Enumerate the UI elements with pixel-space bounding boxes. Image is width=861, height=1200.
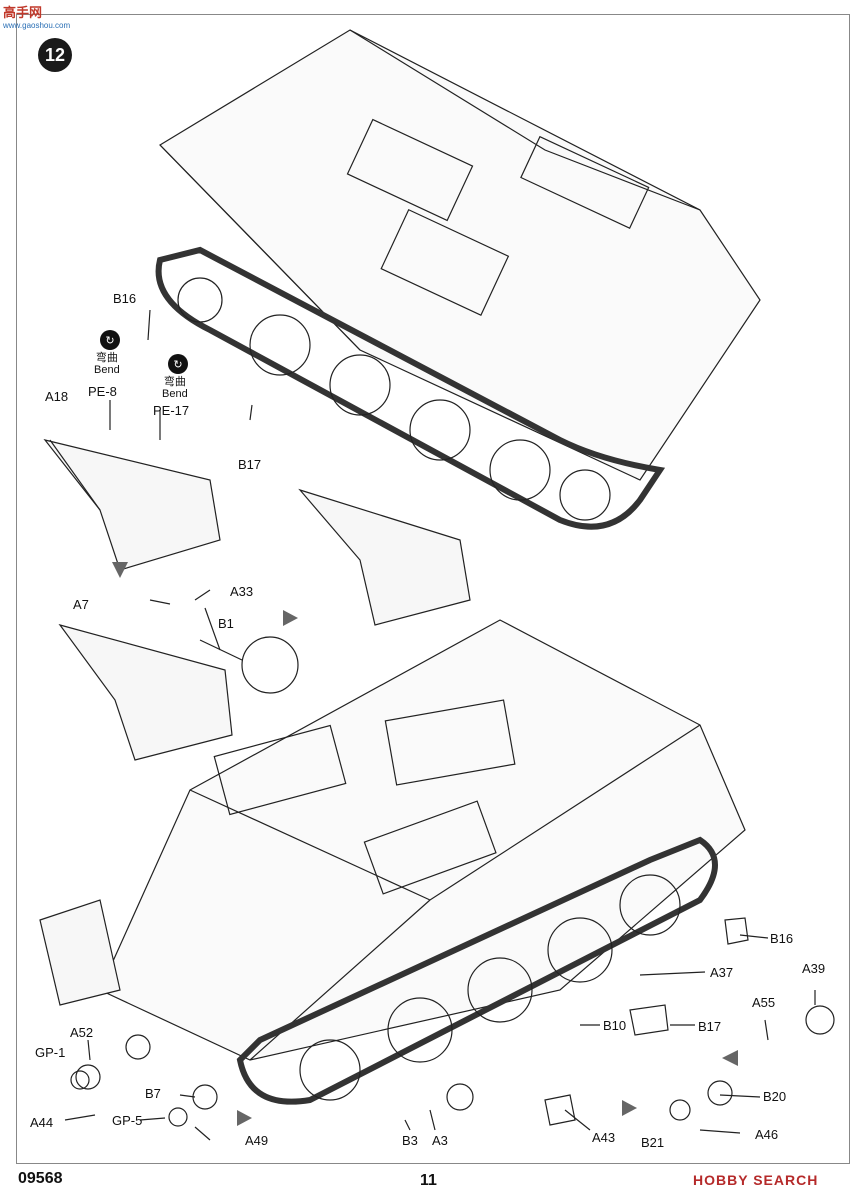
label-a55: A55 <box>752 995 776 1010</box>
bottom-track <box>236 836 718 1105</box>
bend-text-2: 弯曲 Bend <box>162 376 188 400</box>
top-track <box>155 246 666 530</box>
label-a43: A43 <box>592 1130 616 1145</box>
label-b10: B10 <box>603 1018 627 1033</box>
flow-arrow-down <box>112 562 128 578</box>
label-a3: A3 <box>432 1133 448 1148</box>
label-a7: A7 <box>73 597 89 612</box>
part-a48 <box>125 1034 151 1060</box>
bend-en-1: Bend <box>94 364 120 376</box>
part-b21 <box>669 1099 691 1121</box>
bend-icon: ↻ <box>168 354 188 374</box>
part-gp1 <box>70 1070 90 1090</box>
flow-arrow-right-3 <box>622 1100 637 1116</box>
stowage-bin-assembled <box>58 623 233 761</box>
label-b1: B1 <box>218 616 234 631</box>
label-a46: A46 <box>755 1127 779 1142</box>
part-b16-small <box>724 917 749 945</box>
stowage-bin-right <box>298 488 471 626</box>
product-code: 09568 <box>18 1170 63 1187</box>
page-number: 11 <box>420 1172 437 1189</box>
step-number-badge: 12 <box>38 38 72 72</box>
label-b17-top: B17 <box>238 457 262 472</box>
label-a44: A44 <box>30 1115 54 1130</box>
part-b17-small <box>629 1004 669 1036</box>
label-b20: B20 <box>763 1089 787 1104</box>
part-a43 <box>544 1094 576 1126</box>
label-b17-right: B17 <box>698 1019 722 1034</box>
part-round-rear <box>446 1083 474 1111</box>
bottom-grille-left <box>213 724 347 816</box>
top-engine-grille <box>380 208 510 316</box>
bottom-grille-right <box>363 800 497 895</box>
bottom-hatch <box>384 699 516 786</box>
page-frame <box>16 14 850 1164</box>
bottom-vehicle-hull <box>99 619 746 1061</box>
watermark-logo: 高手网 www.gaoshou.com <box>3 2 70 30</box>
brand-watermark: HOBBY SEARCH <box>693 1172 819 1188</box>
stowage-bin-front <box>39 899 121 1006</box>
detail-callout <box>241 636 299 694</box>
bend-icon: ↻ <box>100 330 120 350</box>
label-a37: A37 <box>710 965 734 980</box>
part-a52 <box>75 1064 101 1090</box>
label-b16-right: B16 <box>770 931 794 946</box>
label-b7: B7 <box>145 1086 161 1101</box>
bend-en-2: Bend <box>162 388 188 400</box>
watermark-text: 高手网 <box>3 5 43 20</box>
top-road-wheels <box>177 277 611 521</box>
part-gp5 <box>168 1107 188 1127</box>
label-a18: A18 <box>45 389 69 404</box>
part-b20 <box>707 1080 733 1106</box>
part-a39 <box>805 1005 835 1035</box>
bend-cn-2: 弯曲 <box>163 376 186 388</box>
label-gp1: GP-1 <box>35 1045 66 1060</box>
flow-arrow-right <box>283 610 298 626</box>
part-b7 <box>192 1084 218 1110</box>
label-b16-top: B16 <box>113 291 137 306</box>
bend-cn-1: 弯曲 <box>95 352 118 364</box>
label-pe17: PE-17 <box>153 403 190 418</box>
bottom-road-wheels <box>299 874 681 1101</box>
label-b3: B3 <box>402 1133 418 1148</box>
label-gp5: GP-5 <box>112 1113 143 1128</box>
bend-text-1: 弯曲 Bend <box>94 352 120 376</box>
label-a52: A52 <box>70 1025 94 1040</box>
label-a33: A33 <box>230 584 254 599</box>
flow-arrow-left <box>722 1050 738 1066</box>
stowage-bin-a18 <box>43 439 221 571</box>
watermark-url: www.gaoshou.com <box>3 21 71 30</box>
flow-arrow-right-2 <box>237 1110 252 1126</box>
top-hatch <box>346 118 474 222</box>
label-pe8: PE-8 <box>88 384 117 399</box>
top-rear-grille <box>520 135 650 229</box>
label-b21: B21 <box>641 1135 665 1150</box>
label-a39: A39 <box>802 961 826 976</box>
label-a49: A49 <box>245 1133 269 1148</box>
